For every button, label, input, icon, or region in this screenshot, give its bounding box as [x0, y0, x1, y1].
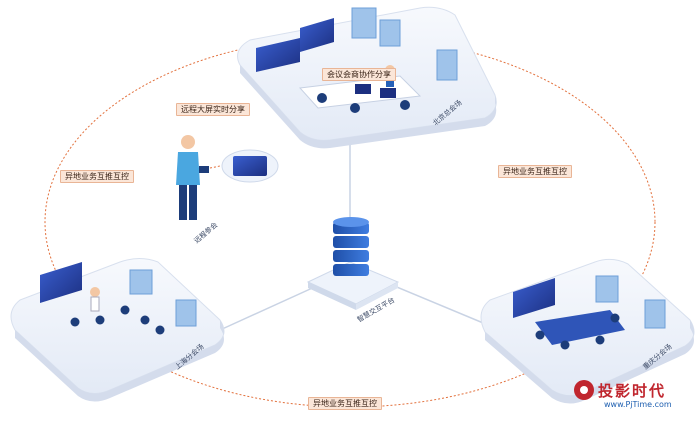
- hub-server-icon: [306, 217, 400, 310]
- brand-logo-icon: [574, 380, 594, 400]
- beijing-racks: [351, 7, 458, 81]
- shanghai-scene: [40, 262, 197, 335]
- remote-share-bubble: [221, 149, 279, 183]
- remote-participant-icon: [176, 135, 226, 220]
- brand-url: www.PjTime.com: [604, 400, 672, 409]
- orbit-dashed-line: [44, 36, 656, 408]
- tag-remote-control-bottom: 异地业务互推互控: [308, 397, 382, 410]
- tag-meeting-share: 会议会商协作分享: [322, 68, 396, 81]
- beijing-screens: [256, 18, 334, 72]
- tag-remote-control-left: 异地业务互推互控: [60, 170, 134, 183]
- tag-remote-control-right: 异地业务互推互控: [498, 165, 572, 178]
- brand-logo-text: 投影时代: [598, 382, 667, 400]
- third-scene: [513, 275, 666, 350]
- tag-remote-screen-share: 远程大屏实时分享: [176, 103, 250, 116]
